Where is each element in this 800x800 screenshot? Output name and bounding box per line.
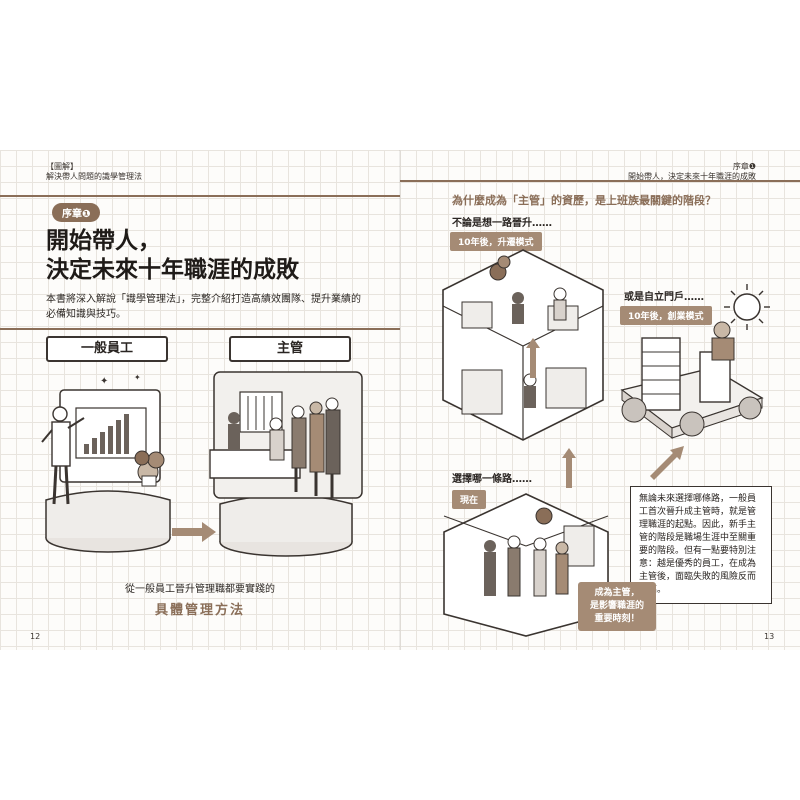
left-header: 【圖解】 解決帶人問題的識學管理法 [46,162,142,182]
explanation-note: 無論未來選擇哪條路，一般員工首次晉升成主管時，就是管理職涯的起點。因此，新手主管… [630,486,772,604]
arrow-up-icon [526,338,540,378]
svg-text:✦: ✦ [100,376,108,387]
left-mid-rule [0,328,400,330]
book-spread: 【圖解】 解決帶人問題的識學管理法 序章❶ 開始帶人， 決定未來十年職涯的成敗 … [0,150,800,650]
tag-startup: 10年後，創業模式 [620,306,712,325]
left-top-rule [0,195,400,197]
path-promotion-text: 不論是想一路晉升…… [452,218,552,229]
spine-gutter [399,150,401,650]
main-question: 為什麼成為「主管」的資歷，是上班族最關鍵的階段？ [452,194,716,207]
left-page-number: 12 [30,632,41,641]
left-header-tag: 【圖解】 [46,162,78,171]
manager-label-box: 主管 [229,336,351,362]
tag-now: 現在 [452,490,487,509]
sun-icon [724,284,770,330]
now-illustration [443,493,609,637]
left-header-subtitle: 解決帶人問題的識學管理法 [46,172,142,181]
callout-line-1: 成為主管， [594,588,640,598]
startup-illustration [620,321,764,440]
right-header-subtitle: 開始帶人，決定未來十年職涯的成敗 [628,172,756,181]
intro-text: 本書將深入解說「識學管理法」，完整介紹打造高績效團隊、提升業績的必備知識與技巧。 [46,294,361,320]
tag-promotion: 10年後，升遷模式 [450,232,542,251]
right-page-number: 13 [764,632,775,641]
manager-illustration [209,371,363,557]
employee-illustration: ✦ ✦ [41,373,171,553]
arrow-right-icon [172,522,216,542]
path-startup-text: 或是自立門戶…… [624,292,704,303]
left-caption-strong: 具體管理方法 [154,603,245,618]
promotion-building-illustration [442,249,604,441]
svg-text:✦: ✦ [134,373,141,382]
chapter-badge: 序章❶ [52,203,101,222]
path-choice-text: 選擇哪一條路…… [452,474,532,485]
callout-line-2: 是影響職涯的 [589,601,644,611]
page-title: 開始帶人， 決定未來十年職涯的成敗 [46,226,386,284]
title-line-1: 開始帶人， [46,227,161,254]
key-moment-callout: 成為主管， 是影響職涯的 重要時刻！ [578,582,656,631]
employee-label-box: 一般員工 [46,336,168,362]
arrow-diagonal-icon [650,446,684,480]
right-top-rule [400,180,800,182]
left-caption: 從一般員工晉升管理職都要實踐的 [125,584,275,595]
callout-line-3: 重要時刻！ [594,614,640,624]
right-header-chapter: 序章❶ [732,162,756,171]
title-line-2: 決定未來十年職涯的成敗 [46,256,299,283]
right-header: 序章❶ 開始帶人，決定未來十年職涯的成敗 [560,162,756,182]
arrow-up-icon-2 [562,448,576,488]
